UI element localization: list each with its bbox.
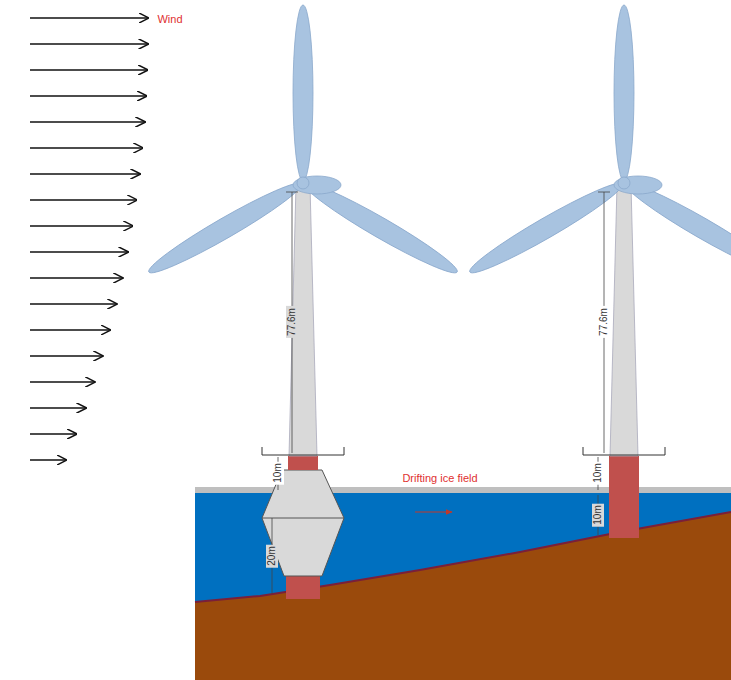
transition-piece — [288, 456, 318, 470]
dimension-label: 10m — [592, 461, 604, 484]
wind-arrow — [30, 43, 148, 44]
wind-label: Wind — [155, 13, 184, 26]
wind-arrow — [30, 433, 76, 434]
cone-edge — [262, 518, 344, 519]
monopile — [609, 456, 639, 538]
dimension-label: 77.6m — [286, 306, 298, 338]
wind-arrow — [30, 121, 145, 122]
wind-arrow — [30, 251, 128, 252]
ice-label: Drifting ice field — [400, 472, 479, 485]
right-turbine — [465, 5, 731, 538]
left-turbine — [144, 5, 462, 599]
wind-arrow — [30, 355, 103, 356]
dimension-label: 20m — [266, 544, 278, 567]
rotor — [144, 5, 462, 281]
rotor — [465, 5, 731, 281]
wind-arrow — [30, 459, 66, 460]
wind-arrow — [30, 329, 110, 330]
wind-arrow — [30, 277, 122, 278]
wind-arrow — [30, 303, 117, 304]
wind-arrow — [30, 17, 148, 18]
dimension-label: 10m — [272, 461, 284, 484]
wind-arrow — [30, 95, 146, 96]
wind-arrow — [30, 199, 136, 200]
platform-bracket — [583, 447, 665, 455]
platform-bracket — [262, 447, 344, 455]
drift-arrow — [415, 511, 452, 512]
dimension-label: 10m — [592, 503, 604, 526]
pile — [286, 575, 320, 599]
wind-arrow — [30, 173, 140, 174]
wind-arrow — [30, 407, 86, 408]
dimension-tick — [286, 192, 298, 193]
wind-arrow — [30, 225, 132, 226]
wind-arrow — [30, 381, 95, 382]
ice-cone — [262, 470, 344, 576]
wind-arrow — [30, 147, 142, 148]
dimension-label: 77.6m — [598, 306, 610, 338]
tower — [610, 185, 638, 456]
wind-arrow — [30, 69, 147, 70]
dimension-tick — [598, 192, 610, 193]
wind-profile — [30, 18, 148, 460]
